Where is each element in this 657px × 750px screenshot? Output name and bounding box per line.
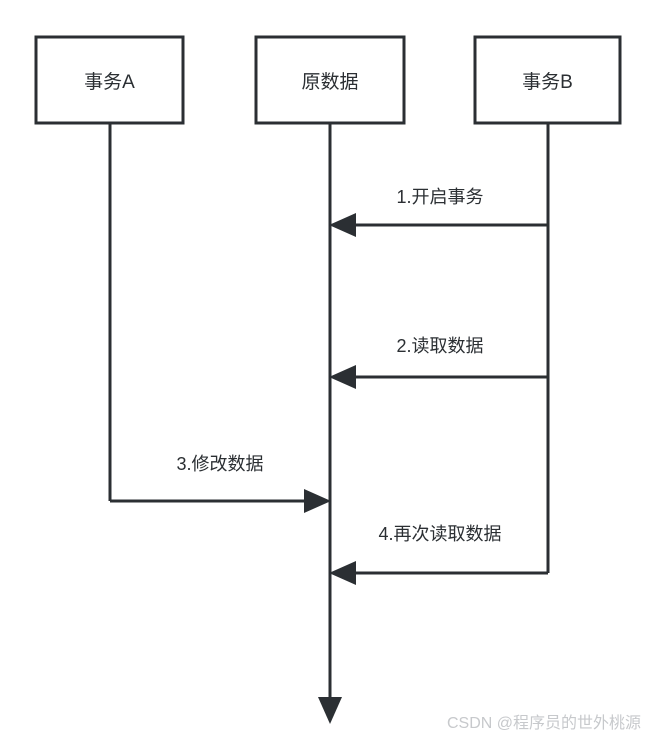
- participant-box-txA[interactable]: [34, 35, 185, 125]
- message-2[interactable]: 2.读取数据: [329, 336, 548, 389]
- message-1-label: 1.开启事务: [396, 187, 483, 207]
- message-1[interactable]: 1.开启事务: [329, 187, 548, 237]
- participant-data[interactable]: 原数据: [254, 35, 406, 724]
- message-1-arrow-icon: [329, 213, 356, 237]
- participant-box-txB[interactable]: [473, 35, 622, 125]
- message-3-label: 3.修改数据: [176, 454, 263, 474]
- csdn-watermark: CSDN @程序员的世外桃源: [447, 714, 641, 732]
- participant-label-data: 原数据: [301, 71, 358, 93]
- message-3-arrow-icon: [304, 489, 331, 513]
- participant-label-txA: 事务A: [84, 71, 135, 93]
- lifeline-end-arrow-icon: [318, 697, 342, 724]
- message-4[interactable]: 4.再次读取数据: [329, 524, 548, 585]
- message-4-label: 4.再次读取数据: [378, 524, 501, 544]
- participant-txA[interactable]: 事务A: [34, 35, 185, 501]
- participant-txB[interactable]: 事务B: [473, 35, 622, 573]
- message-3[interactable]: 3.修改数据: [110, 454, 331, 513]
- participant-label-txB: 事务B: [522, 71, 573, 93]
- message-4-arrow-icon: [329, 561, 356, 585]
- participant-box-data[interactable]: [254, 35, 406, 125]
- message-2-arrow-icon: [329, 365, 356, 389]
- message-2-label: 2.读取数据: [396, 336, 483, 356]
